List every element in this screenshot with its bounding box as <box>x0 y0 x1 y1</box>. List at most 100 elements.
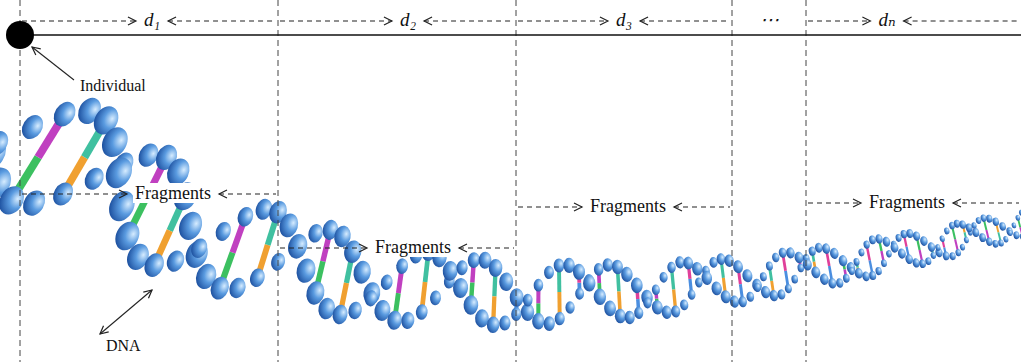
helix-bead <box>175 208 206 243</box>
helix-bead <box>667 261 676 273</box>
helix-bead <box>554 258 565 272</box>
distance-label: d₂ <box>398 9 418 31</box>
helix-bead <box>400 311 415 330</box>
helix-bead <box>738 296 748 308</box>
helix-bead <box>927 242 936 253</box>
helix-bead <box>555 312 565 326</box>
helix-bead <box>235 205 256 229</box>
segment-dividers <box>20 0 806 362</box>
divider-line <box>20 0 21 362</box>
helix-bead <box>575 288 584 300</box>
dimension-arrow <box>518 206 582 207</box>
helix-bead <box>593 288 606 305</box>
helix-bead <box>532 313 544 329</box>
helix-bead <box>1007 230 1013 237</box>
helix-bead <box>544 266 554 279</box>
dna-helix <box>0 94 1021 334</box>
dimension-arrow <box>168 20 276 21</box>
helix-bead <box>164 248 188 275</box>
helix-bead <box>621 266 633 282</box>
helix-bead <box>630 277 643 293</box>
dimension-arrow <box>640 20 730 21</box>
helix-bead <box>18 111 48 143</box>
helix-bead <box>791 274 799 284</box>
helix-bead <box>998 239 1005 247</box>
helix-bead <box>488 259 502 278</box>
divider-line <box>732 0 733 362</box>
dimension-arrow <box>22 193 127 194</box>
helix-bead <box>415 304 428 321</box>
helix-bead <box>769 289 779 301</box>
helix-bead <box>848 266 855 275</box>
helix-bead <box>978 233 987 243</box>
helix-bead <box>842 274 850 284</box>
helix-bead <box>101 153 138 193</box>
helix-bead <box>819 273 829 286</box>
helix-bead <box>853 257 860 266</box>
helix-bead <box>861 271 870 282</box>
helix-bead <box>701 270 713 285</box>
helix-bead <box>765 261 773 271</box>
helix-bead <box>963 236 969 243</box>
fragment-label: Fragments <box>867 192 947 213</box>
helix-bead <box>604 300 617 316</box>
helix-bead <box>386 310 403 331</box>
helix-bead <box>565 301 575 314</box>
helix-bead <box>499 272 514 291</box>
helix-bead <box>939 235 945 243</box>
helix-bead <box>897 248 907 260</box>
divider-line <box>806 0 807 362</box>
axis-line <box>20 34 1021 35</box>
helix-bead <box>534 279 544 292</box>
helix-bead <box>141 250 168 280</box>
helix-bead <box>342 239 363 265</box>
helix-bead <box>992 239 1000 248</box>
helix-bead <box>651 284 660 295</box>
dimension-arrow <box>22 20 136 21</box>
helix-bead <box>544 316 555 331</box>
helix-bead <box>213 220 234 244</box>
helix-bead <box>1013 231 1021 240</box>
helix-bead <box>935 244 941 252</box>
helix-bead <box>0 127 13 160</box>
helix-bead <box>487 316 500 333</box>
helix-bead <box>442 260 459 281</box>
ellipsis-label: ⋯ <box>758 9 781 31</box>
helix-bead <box>885 250 892 258</box>
helix-bead <box>227 276 249 301</box>
helix-bead <box>828 277 838 289</box>
dimension-arrow <box>808 20 870 21</box>
helix-bead <box>248 267 267 289</box>
helix-bead <box>971 222 977 230</box>
helix-bead <box>452 277 468 298</box>
helix-bead <box>510 288 524 307</box>
dimension-arrow <box>904 20 1019 21</box>
helix-bead <box>912 258 921 269</box>
helix-bead <box>624 311 635 325</box>
fragment-label: Fragments <box>588 196 668 217</box>
dimension-arrow <box>674 206 730 207</box>
dimension-arrow <box>280 20 392 21</box>
helix-bead <box>777 289 786 300</box>
helix-bead <box>1011 222 1017 229</box>
helix-bead <box>499 315 511 330</box>
helix-bead <box>680 299 689 311</box>
helix-bead <box>971 227 980 237</box>
individual-dot <box>6 21 34 49</box>
helix-bead <box>742 269 754 283</box>
helix-bead <box>771 252 780 263</box>
helix-bead <box>456 260 468 276</box>
helix-bead <box>949 252 957 261</box>
helix-bead <box>467 252 480 269</box>
helix-bead <box>905 254 914 265</box>
helix-bead <box>868 235 876 245</box>
helix-bead <box>463 295 479 315</box>
helix-bead <box>999 222 1007 232</box>
helix-bead <box>594 263 604 276</box>
dimension-arrow <box>808 202 861 203</box>
helix-bead <box>838 254 848 267</box>
helix-bead <box>802 258 813 271</box>
helix-bead <box>906 228 914 238</box>
helix-bead <box>985 214 993 223</box>
